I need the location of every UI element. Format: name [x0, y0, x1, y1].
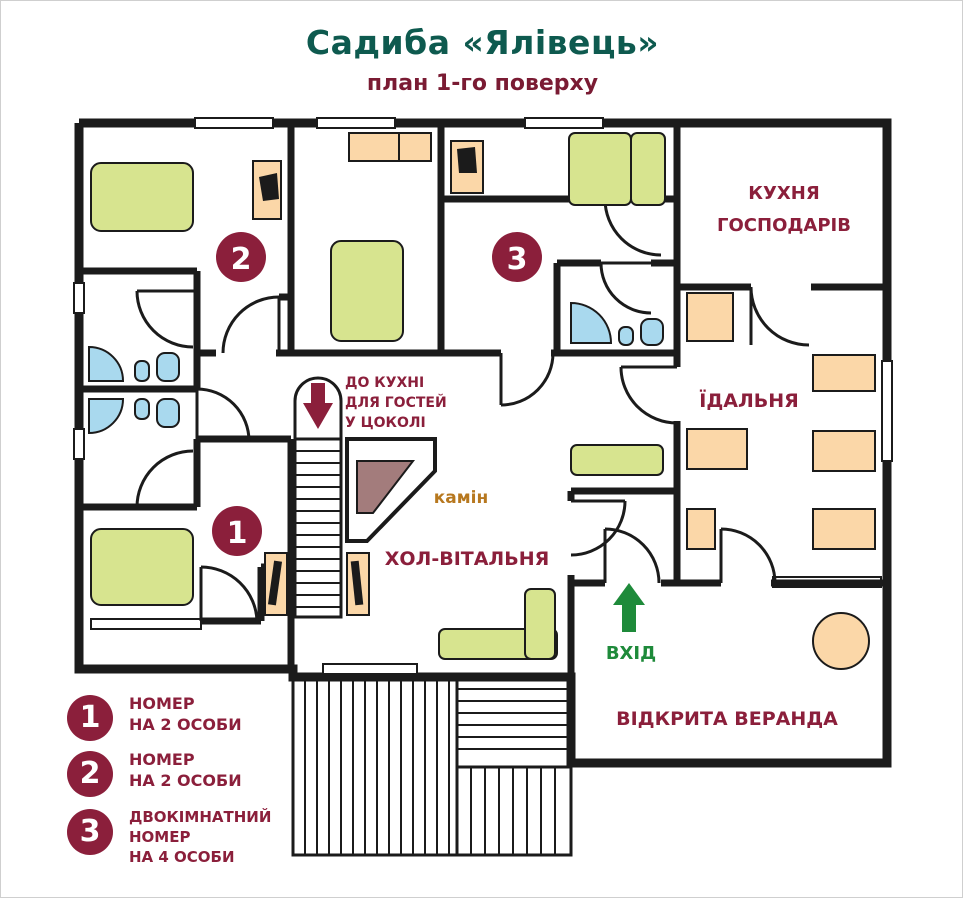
down-arrow-icon [303, 383, 333, 429]
page-subtitle: план 1-го поверху [366, 71, 599, 96]
room-badge-3 [492, 232, 542, 282]
room-badge-2 [216, 232, 266, 282]
room-badge-3-label: 3 [507, 242, 528, 277]
outdoor-stairs-right [455, 675, 573, 857]
internal-staircase [293, 376, 343, 619]
legend-badge-3: 3 [67, 809, 113, 855]
room-badge-2-label: 2 [231, 242, 252, 277]
bathroom-fixtures [88, 301, 664, 435]
legend-text-3: ДВОКІМНАТНИЙ НОМЕР НА 4 ОСОБИ [129, 808, 272, 866]
outdoor-stairs-left [291, 675, 459, 857]
legend-badge-2: 2 [67, 751, 113, 797]
to-kitchen-label-line3: У ЦОКОЛІ [345, 415, 426, 431]
beds [90, 132, 666, 660]
hall-label: ХОЛ-ВІТАЛЬНЯ [385, 548, 549, 570]
room-badge-1 [212, 506, 262, 556]
up-arrow-icon [613, 583, 645, 632]
veranda-label: ВІДКРИТА ВЕРАНДА [616, 708, 838, 730]
host-kitchen-label-line1: КУХНЯ [748, 183, 819, 204]
room-badges: 2 3 1 [212, 232, 542, 556]
fireplace-label: камін [434, 488, 488, 508]
doors [135, 197, 810, 622]
to-kitchen-label-line1: ДО КУХНІ [345, 375, 424, 391]
host-kitchen-label-line2: ГОСПОДАРІВ [717, 215, 851, 236]
to-kitchen-label-line2: ДЛЯ ГОСТЕЙ [345, 394, 447, 411]
chairs [259, 147, 477, 606]
page-title: Садиба «Ялівець» [305, 23, 660, 62]
entrance-label: ВХІД [606, 643, 656, 664]
legend-badge-1: 1 [67, 695, 113, 741]
legend-text-1: НОМЕР НА 2 ОСОБИ [129, 694, 242, 734]
dining-room-label: ЇДАЛЬНЯ [699, 388, 799, 412]
fireplace [345, 437, 437, 543]
legend-text-2: НОМЕР НА 2 ОСОБИ [129, 750, 242, 790]
room-badge-1-label: 1 [227, 516, 248, 551]
